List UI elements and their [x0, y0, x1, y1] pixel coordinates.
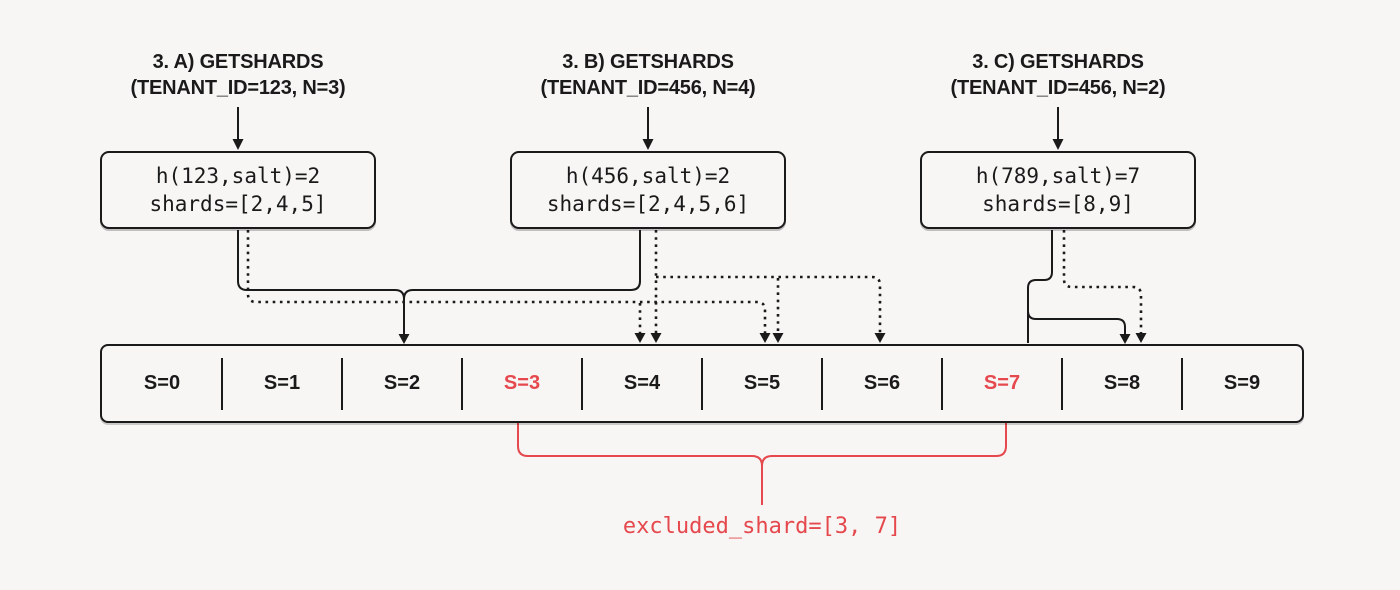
- solid-wire-b-to-s2: [403, 230, 641, 300]
- shard-label-1: S=1: [263, 372, 301, 394]
- dotted-wire-a-to-s5: [246, 230, 767, 333]
- solid-wire-c-reroute-s8: [1027, 310, 1126, 334]
- header-b-arrowhead: [642, 139, 654, 150]
- shard-label-7: S=7: [983, 372, 1021, 394]
- s8-arrowhead-solid: [1119, 334, 1131, 344]
- getshards-header-b-args: (TENANT_ID=456, N=4): [540, 77, 756, 99]
- shard-cell-8: S=8: [1062, 346, 1182, 421]
- shard-label-2: S=2: [383, 372, 421, 394]
- excluded-bracket-left: [517, 423, 763, 505]
- excluded-bracket-right: [761, 423, 1007, 467]
- header-a-arrowhead: [232, 139, 244, 150]
- solid-wire-a-to-s2: [237, 230, 405, 300]
- dotted-wire-b-to-s6: [656, 275, 882, 333]
- getshards-header-c-title: 3. C) GETSHARDS: [972, 51, 1144, 73]
- shard-label-8: S=8: [1103, 372, 1141, 394]
- shard-cell-9: S=9: [1182, 346, 1302, 421]
- getshards-header-b: 3. B) GETSHARDS (TENANT_ID=456, N=4): [541, 49, 756, 101]
- shard-label-4: S=4: [623, 372, 661, 394]
- shard-cell-5: S=5: [702, 346, 822, 421]
- hash-box-c-shards: shards=[8,9]: [982, 192, 1134, 216]
- s5-arrowhead-a: [759, 333, 771, 343]
- s6-arrowhead-b: [874, 333, 886, 343]
- shard-cell-0: S=0: [102, 346, 222, 421]
- dotted-wire-c-to-s8: [1062, 230, 1143, 333]
- getshards-header-a-args: (TENANT_ID=123, N=3): [130, 77, 346, 99]
- excluded-shard-label: excluded_shard=[3, 7]: [622, 514, 902, 539]
- hash-box-a-shards: shards=[2,4,5]: [149, 192, 327, 216]
- hash-box-b-hash: h(456,salt)=2: [565, 164, 731, 188]
- s4-arrowhead-a: [634, 333, 646, 343]
- shard-cell-7: S=7: [942, 346, 1062, 421]
- s8-arrowhead-dotted: [1135, 333, 1147, 343]
- hash-box-b: h(456,salt)=2 shards=[2,4,5,6]: [510, 151, 786, 229]
- hash-box-c-hash: h(789,salt)=7: [975, 164, 1141, 188]
- solid-wire-c-to-s7: [1027, 230, 1053, 343]
- s5-arrowhead-b: [772, 333, 784, 343]
- shard-cell-6: S=6: [822, 346, 942, 421]
- shard-bar: S=0 S=1 S=2 S=3 S=4 S=5 S=6 S=7 S=8 S=9: [100, 344, 1304, 423]
- getshards-header-a: 3. A) GETSHARDS (TENANT_ID=123, N=3): [131, 49, 346, 101]
- shard-cell-1: S=1: [222, 346, 342, 421]
- shard-label-5: S=5: [743, 372, 781, 394]
- shard-label-6: S=6: [863, 372, 901, 394]
- shard-cell-2: S=2: [342, 346, 462, 421]
- shard-label-3: S=3: [503, 372, 541, 394]
- s2-arrowhead: [398, 334, 410, 344]
- getshards-header-b-title: 3. B) GETSHARDS: [562, 51, 734, 73]
- shard-cell-3: S=3: [462, 346, 582, 421]
- shard-label-0: S=0: [143, 372, 181, 394]
- getshards-header-c: 3. C) GETSHARDS (TENANT_ID=456, N=2): [951, 49, 1166, 101]
- hash-box-a-hash: h(123,salt)=2: [155, 164, 321, 188]
- shard-cell-4: S=4: [582, 346, 702, 421]
- getshards-header-c-args: (TENANT_ID=456, N=2): [950, 77, 1166, 99]
- shard-label-9: S=9: [1223, 372, 1261, 394]
- hash-box-c: h(789,salt)=7 shards=[8,9]: [920, 151, 1196, 229]
- s4-arrowhead-b: [650, 333, 662, 343]
- hash-box-b-shards: shards=[2,4,5,6]: [546, 192, 750, 216]
- hash-box-a: h(123,salt)=2 shards=[2,4,5]: [100, 151, 376, 229]
- header-c-arrowhead: [1052, 139, 1064, 150]
- getshards-header-a-title: 3. A) GETSHARDS: [152, 51, 324, 73]
